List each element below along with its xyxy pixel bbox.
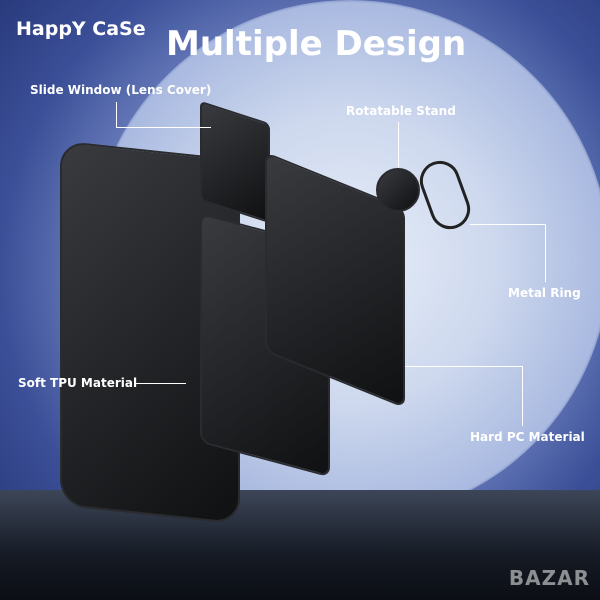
label-metal-ring: Metal Ring (508, 286, 581, 300)
leader-hard-pc (405, 366, 523, 426)
page-title: Multiple Design (166, 24, 467, 64)
bazar-watermark: BAZAR (508, 566, 590, 590)
label-soft-tpu: Soft TPU Material (18, 376, 138, 390)
leader-slide-window-h (116, 127, 211, 128)
leader-metal-ring (470, 224, 546, 282)
ring-stand (376, 168, 420, 212)
label-rotatable-stand: Rotatable Stand (346, 104, 456, 118)
brand-logo: HappY CaSe (16, 18, 146, 40)
leader-rotatable-stand (398, 122, 399, 167)
label-hard-pc: Hard PC Material (470, 430, 585, 444)
leader-slide-window (116, 102, 117, 127)
label-slide-window: Slide Window (Lens Cover) (30, 83, 212, 97)
leader-soft-tpu (136, 383, 186, 384)
